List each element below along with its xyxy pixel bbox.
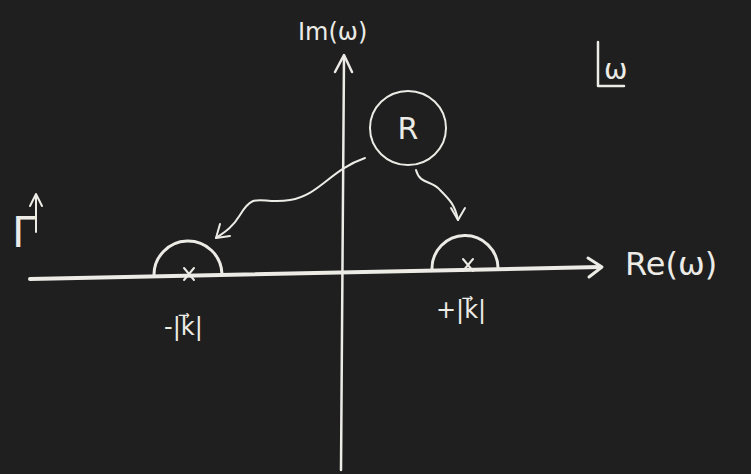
pole-mark [463,259,473,271]
contour-label: Γ [12,212,35,254]
leader-line [416,170,458,220]
imag-axis [341,58,344,470]
axis-arrowhead [588,258,602,277]
leader-line [216,158,365,238]
node-text: R [398,111,419,146]
plane-label: ω [604,56,627,84]
pole-label: -|k⃗| [164,315,203,339]
leader-arrowhead [451,208,465,220]
indent-contour [154,241,222,276]
axis-arrowhead [335,55,352,72]
pole-mark [184,268,194,280]
axis-label: Im(ω) [298,20,367,44]
indent-contour [432,235,498,269]
leader-arrowhead [216,224,230,238]
pole-label: +|k⃗| [436,298,486,322]
axis-label: Re(ω) [625,248,717,280]
circle-node: R [368,88,448,168]
real-axis [30,267,600,279]
